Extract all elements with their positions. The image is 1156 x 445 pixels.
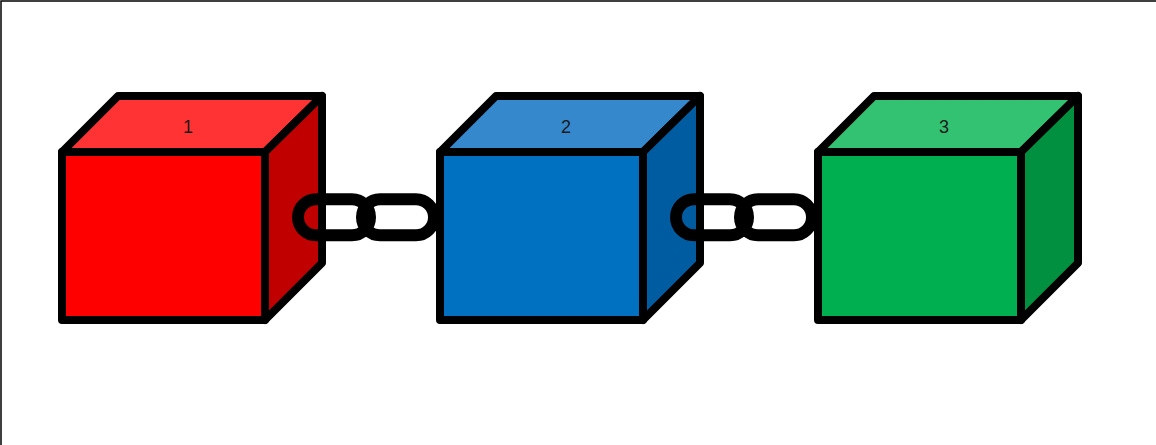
cube-side-face	[1021, 96, 1078, 320]
cube-side-face	[265, 96, 322, 320]
cube-number: 3	[844, 116, 1044, 138]
cube-node: 1	[58, 92, 326, 324]
cube-node: 2	[436, 92, 704, 324]
cube-node: 3	[814, 92, 1082, 324]
cube-number: 2	[466, 116, 666, 138]
cube-front-face	[818, 152, 1021, 320]
cube-front-face	[440, 152, 643, 320]
cube-front-face	[62, 152, 265, 320]
chain-link	[362, 199, 434, 235]
cube-number: 1	[88, 116, 288, 138]
chain-link	[740, 199, 812, 235]
cube-side-face	[643, 96, 700, 320]
